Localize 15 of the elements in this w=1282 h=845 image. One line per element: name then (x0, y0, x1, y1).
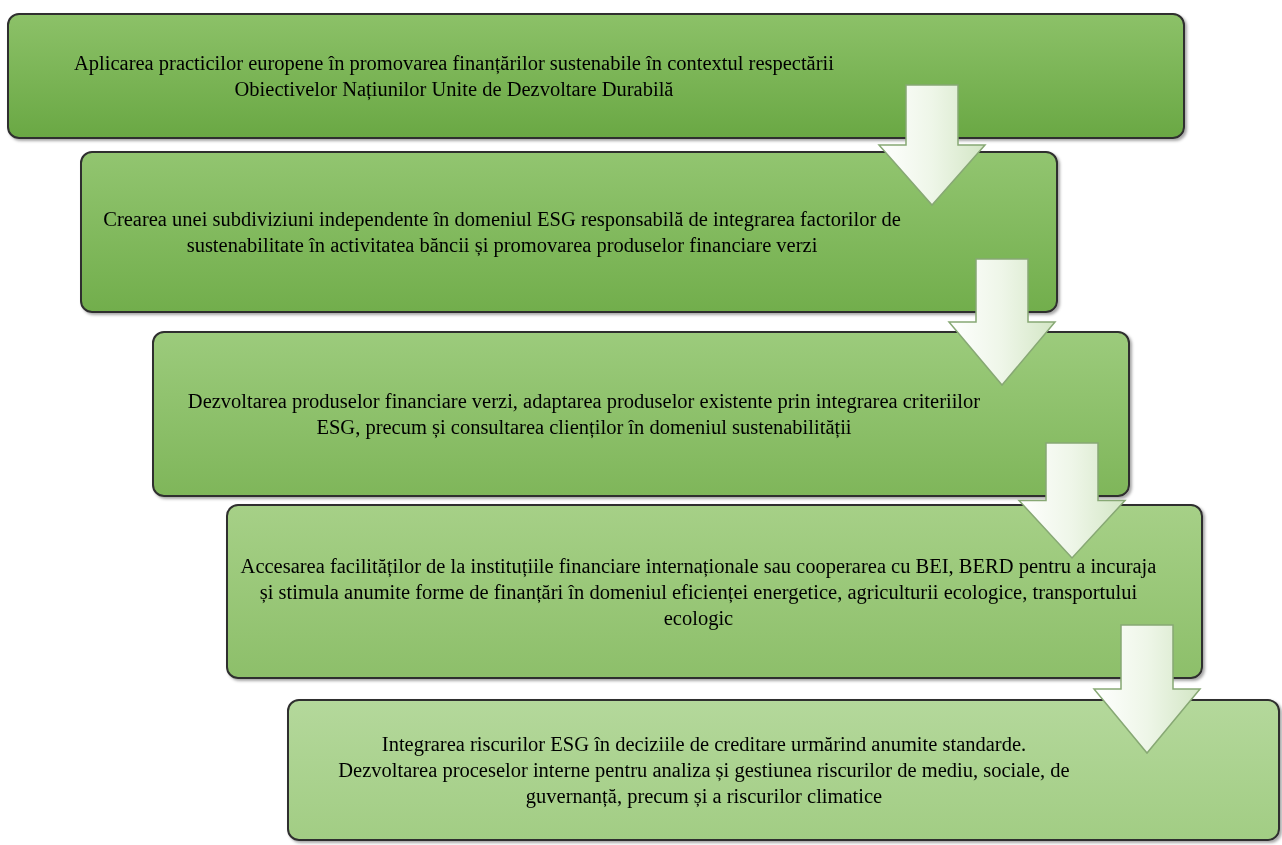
block-arrow (877, 84, 987, 207)
step-box (152, 331, 1130, 497)
step-box (287, 699, 1280, 841)
block-arrow (947, 258, 1057, 387)
step-text: Accesarea facilităților de la instituțiile financiare internaționale sau cooperarea cu BEI, BERD pentru a incuraja și stimula anumite forme de finanțări în domeniul eficienței energetice, agriculturii ecologice, transportului ecologic (239, 553, 1158, 631)
block-arrow (1017, 442, 1127, 560)
step-text: Dezvoltarea produselor financiare verzi, adaptarea produselor existente prin integrarea criteriilor ESG, precum și consultarea clienților în domeniul sustenabilității (186, 389, 982, 440)
step-text: Aplicarea practicilor europene în promovarea finanțărilor sustenabile în contextul respectării Obiectivelor Națiunilor Unite de Dezvoltare Durabilă (73, 51, 835, 102)
step-text: Integrarea riscurilor ESG în deciziile de creditare urmărind anumite standarde. (381, 732, 1027, 757)
step-box (226, 504, 1203, 679)
block-arrow (1092, 624, 1202, 755)
step-box (7, 13, 1185, 139)
step-box (80, 151, 1058, 313)
step-text: Crearea unei subdiviziuni independente în domeniul ESG responsabilă de integrarea factorilor de sustenabilitate în activitatea băncii și promovarea produselor financiare verzi (102, 207, 902, 258)
step-text: Dezvoltarea proceselor interne pentru analiza și gestiunea riscurilor de mediu, sociale, de guvernanță, precum și a riscurilor climatice (337, 758, 1071, 809)
